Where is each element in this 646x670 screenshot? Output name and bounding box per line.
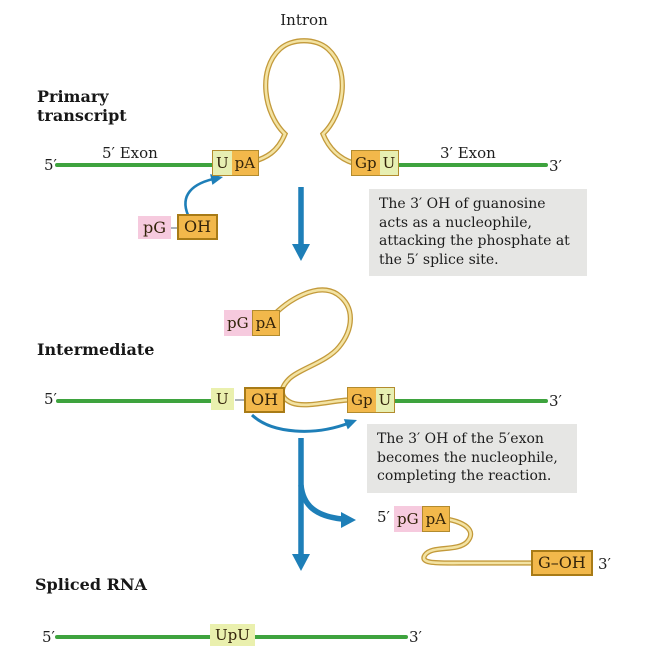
step2-arrowhead bbox=[292, 554, 310, 571]
note-exon-line1: The 3′ OH of the 5′exon bbox=[377, 431, 544, 447]
pgpa-pa-segment: pA bbox=[251, 310, 281, 336]
exon3-label: 3′ Exon bbox=[440, 144, 496, 162]
released-pg-segment: pG bbox=[394, 506, 422, 532]
exon-attack-arrowhead bbox=[343, 419, 357, 430]
released-pa-segment: pA bbox=[421, 506, 451, 532]
g-oh-box: G–OH bbox=[531, 550, 593, 576]
note-exon: The 3′ OH of the 5′exon becomes the nucl… bbox=[367, 424, 577, 493]
intron-label: Intron bbox=[280, 11, 328, 29]
guanosine-attack-arrow bbox=[184, 176, 219, 216]
note-guanosine-line4: the 5′ splice site. bbox=[379, 251, 499, 268]
released-intron-branch-arrowhead bbox=[341, 512, 356, 528]
note-guanosine-line2: acts as a nucleophile, bbox=[379, 214, 532, 231]
pgpa-pg-segment: pG bbox=[224, 310, 252, 336]
upu-box: UpU bbox=[210, 624, 255, 646]
released-intron-strand-core bbox=[422, 516, 534, 565]
oh-box-primary: OH bbox=[177, 214, 219, 240]
guanosine-attack-arrowhead bbox=[210, 174, 223, 185]
note-guanosine-line3: attacking the phosphate at bbox=[379, 233, 570, 249]
end5-label-spliced: 5′ bbox=[42, 628, 55, 646]
intron-strands bbox=[244, 38, 535, 566]
intermediate-heading: Intermediate bbox=[37, 340, 155, 359]
end3-label-intermediate: 3′ bbox=[549, 392, 562, 410]
primary-transcript-heading: Primary transcript bbox=[37, 87, 127, 125]
gpu-gp-segment: Gp bbox=[352, 151, 380, 175]
upa-u-segment: U bbox=[213, 151, 232, 175]
end5-label-primary: 5′ bbox=[44, 156, 57, 174]
released-intron-branch-arrow bbox=[298, 484, 343, 522]
upa-pa-segment: pA bbox=[231, 151, 259, 175]
pg-box-primary: pG bbox=[138, 216, 172, 239]
gpu2-u-segment: U bbox=[375, 388, 395, 412]
exon5-label: 5′ Exon bbox=[102, 144, 158, 162]
intron-loop-strand-core bbox=[245, 39, 355, 165]
intermediate-loop-strand-core bbox=[268, 288, 352, 407]
released-end3-label: 3′ bbox=[598, 555, 611, 573]
exon-attack-arrow bbox=[250, 413, 350, 433]
end3-label-spliced: 3′ bbox=[409, 628, 422, 646]
end3-label-primary: 3′ bbox=[549, 157, 562, 175]
gpu2-gp-segment: Gp bbox=[348, 388, 376, 412]
reaction-arrows bbox=[184, 174, 357, 571]
spliced-rna-heading: Spliced RNA bbox=[35, 575, 147, 594]
note-guanosine-line1: The 3′ OH of guanosine bbox=[379, 196, 546, 212]
step1-arrowhead bbox=[292, 244, 310, 261]
end5-label-intermediate: 5′ bbox=[44, 390, 57, 408]
released-end5-label: 5′ bbox=[377, 508, 390, 526]
note-exon-line2: becomes the nucleophile, bbox=[377, 449, 558, 466]
note-guanosine: The 3′ OH of guanosine acts as a nucleop… bbox=[369, 189, 587, 276]
gpu-u-segment: U bbox=[379, 151, 399, 175]
u-box-intermediate: U bbox=[211, 388, 234, 410]
note-exon-line3: completing the reaction. bbox=[377, 468, 552, 484]
oh-box-intermediate: OH bbox=[244, 387, 286, 413]
